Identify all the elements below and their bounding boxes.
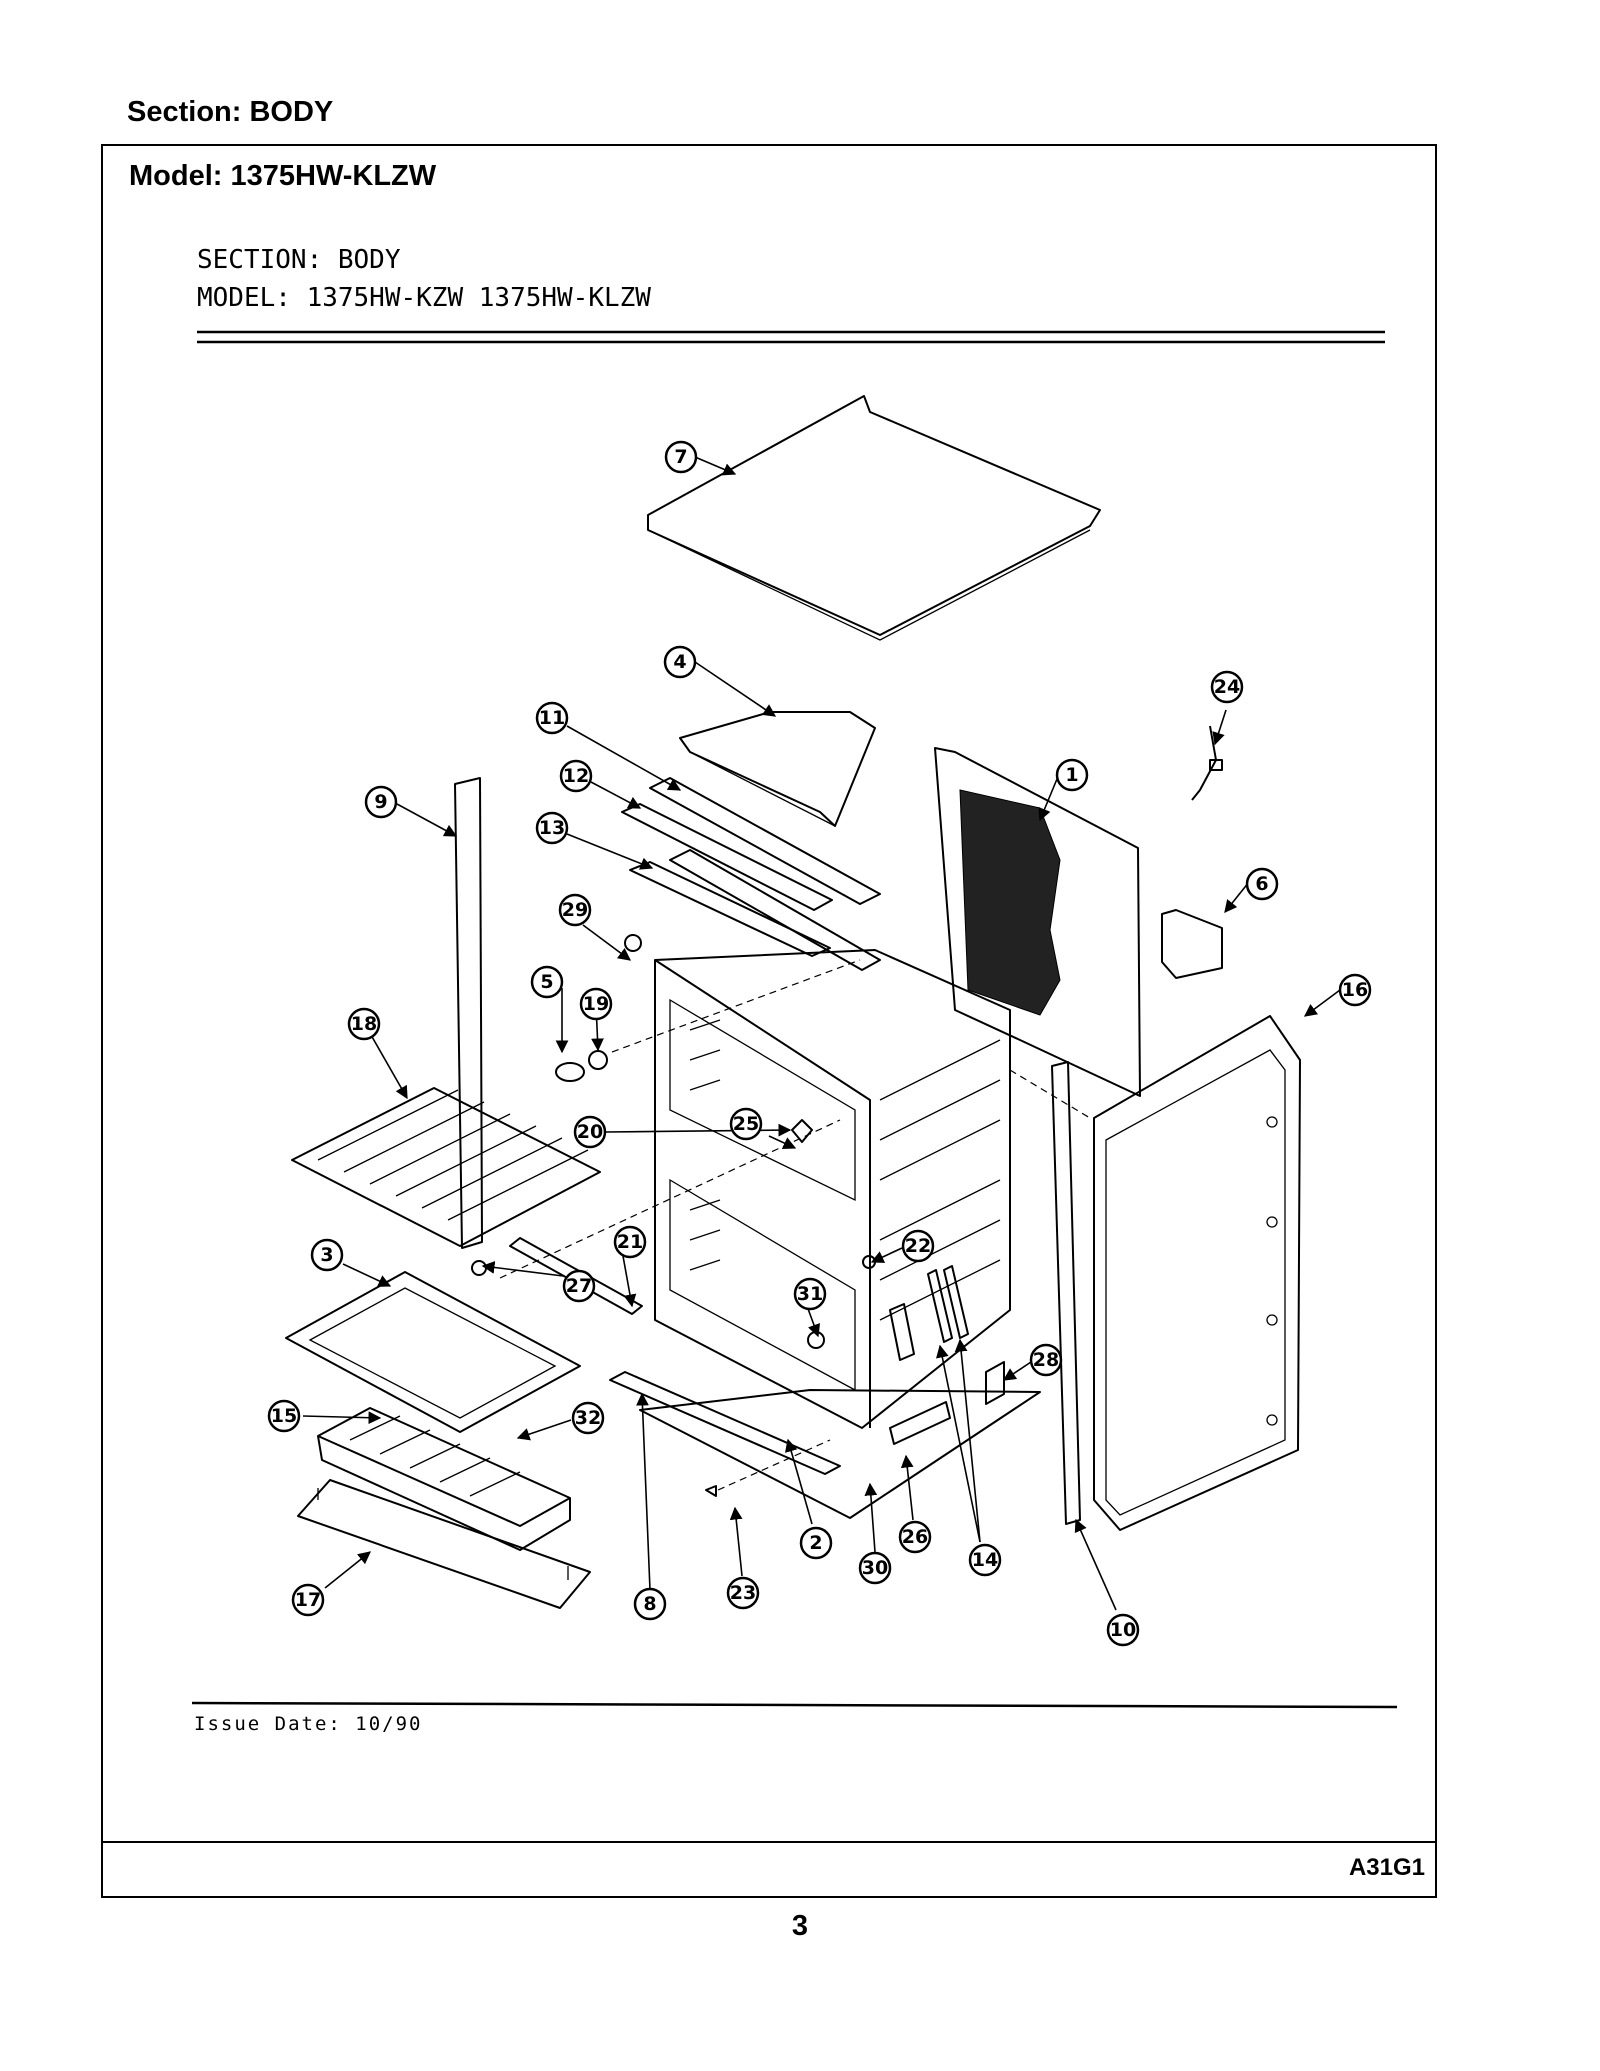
svg-text:18: 18 (351, 1013, 377, 1035)
part-broiler-pan (317, 1407, 571, 1551)
sheet-model-caption: MODEL: 1375HW-KZW 1375HW-KLZW (197, 283, 651, 313)
svg-text:4: 4 (673, 651, 686, 673)
svg-text:11: 11 (539, 707, 565, 729)
svg-text:20: 20 (577, 1121, 603, 1143)
svg-text:3: 3 (320, 1244, 333, 1266)
svg-text:12: 12 (563, 765, 589, 787)
callout-29: 29 (558, 893, 592, 927)
svg-text:6: 6 (1255, 873, 1268, 895)
callout-23: 23 (726, 1576, 760, 1610)
part-door-springs (889, 1265, 969, 1361)
part-back-panel (934, 747, 1141, 1097)
model-heading: Model: 1375HW-KLZW (129, 160, 437, 192)
callout-3: 3 (310, 1238, 344, 1272)
svg-text:10: 10 (1110, 1619, 1136, 1641)
svg-text:1: 1 (1065, 764, 1078, 786)
issue-date: Issue Date: 10/90 (194, 1713, 422, 1735)
svg-text:24: 24 (1214, 676, 1240, 698)
svg-text:19: 19 (583, 993, 609, 1015)
svg-text:8: 8 (643, 1593, 656, 1615)
svg-text:32: 32 (575, 1407, 601, 1429)
part-wire-frame (297, 1479, 591, 1609)
part-oven-rack (291, 1087, 601, 1247)
callout-22: 22 (901, 1229, 935, 1263)
callout-20: 20 (573, 1115, 607, 1149)
callout-12: 12 (559, 759, 593, 793)
page-section-heading: Section: BODY (127, 96, 334, 128)
part-brackets (889, 1361, 1005, 1445)
callout-4: 4 (663, 645, 697, 679)
svg-text:27: 27 (566, 1275, 592, 1297)
svg-text:15: 15 (271, 1405, 297, 1427)
part-bottom-panel (639, 1389, 1041, 1519)
callout-18: 18 (347, 1007, 381, 1041)
callout-28: 28 (1029, 1343, 1063, 1377)
svg-text:23: 23 (730, 1582, 756, 1604)
callout-27: 27 (562, 1269, 596, 1303)
svg-text:2: 2 (809, 1532, 822, 1554)
callout-17: 17 (291, 1583, 325, 1617)
callout-6: 6 (1245, 867, 1279, 901)
svg-text:17: 17 (295, 1589, 321, 1611)
svg-text:31: 31 (797, 1283, 823, 1305)
callout-25: 25 (729, 1107, 763, 1141)
callout-2: 2 (799, 1526, 833, 1560)
svg-text:26: 26 (902, 1526, 928, 1548)
diagram-code: A31G1 (1348, 1854, 1425, 1881)
svg-text:21: 21 (617, 1231, 643, 1253)
callout-24: 24 (1210, 670, 1244, 704)
svg-text:5: 5 (540, 971, 553, 993)
svg-text:29: 29 (562, 899, 588, 921)
leader-lines (302, 456, 1341, 1611)
sheet-section-caption: SECTION: BODY (197, 245, 401, 275)
part-vent-strips (621, 777, 881, 971)
callout-14: 14 (968, 1543, 1002, 1577)
part-left-trim (454, 777, 483, 1249)
callout-15: 15 (267, 1399, 301, 1433)
part-deflector (679, 711, 876, 827)
callout-7: 7 (664, 440, 698, 474)
callout-26: 26 (898, 1520, 932, 1554)
part-hardware (471, 934, 876, 1497)
callout-16: 16 (1338, 973, 1372, 1007)
part-right-trim (1051, 1061, 1081, 1525)
callout-8: 8 (633, 1587, 667, 1621)
callout-9: 9 (364, 785, 398, 819)
svg-text:25: 25 (733, 1113, 759, 1135)
callout-1: 1 (1055, 758, 1089, 792)
svg-text:9: 9 (374, 791, 387, 813)
callout-31: 31 (793, 1277, 827, 1311)
callout-13: 13 (535, 811, 569, 845)
svg-text:13: 13 (539, 817, 565, 839)
svg-text:7: 7 (674, 446, 687, 468)
callout-11: 11 (535, 701, 569, 735)
diagram-frame: Model: 1375HW-KLZW A31G1 (101, 144, 1437, 1898)
svg-text:30: 30 (862, 1557, 888, 1579)
callout-5: 5 (530, 965, 564, 999)
part-junction-box (1161, 909, 1223, 979)
part-oven-body (654, 949, 1011, 1429)
part-top-cover (647, 395, 1101, 641)
callout-32: 32 (571, 1401, 605, 1435)
svg-text:14: 14 (972, 1549, 998, 1571)
page-number: 3 (791, 1910, 809, 1942)
part-broiler-insert (285, 1271, 581, 1433)
sheet-footer-rule (191, 1701, 1398, 1709)
callout-19: 19 (579, 987, 613, 1021)
svg-text:16: 16 (1342, 979, 1368, 1001)
svg-text:28: 28 (1033, 1349, 1059, 1371)
svg-text:22: 22 (905, 1235, 931, 1257)
callout-30: 30 (858, 1551, 892, 1585)
part-side-panel (1093, 1015, 1301, 1531)
callout-10: 10 (1106, 1613, 1140, 1647)
footer-divider (103, 1841, 1435, 1843)
callout-21: 21 (613, 1225, 647, 1259)
